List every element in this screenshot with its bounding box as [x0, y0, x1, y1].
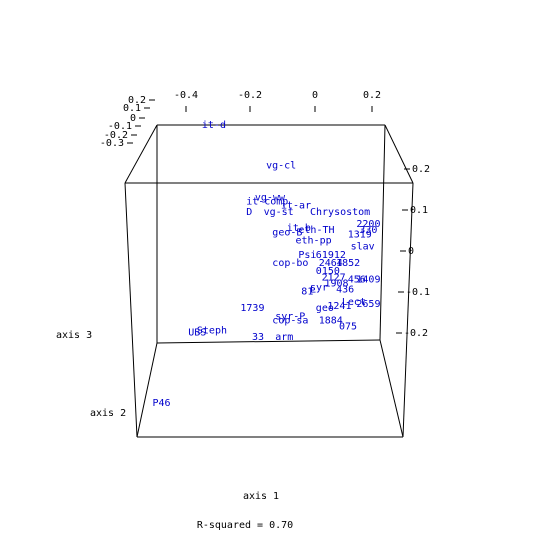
data-point-label: 81: [301, 287, 313, 298]
data-point-label: 1319: [348, 229, 372, 240]
data-point-label: eth-pp: [296, 235, 332, 246]
data-point-label: 2659: [356, 299, 380, 310]
r-squared-annotation: R-squared = 0.70: [197, 520, 293, 531]
data-point-label: cop-sa: [272, 315, 308, 326]
data-point-label: L: [310, 285, 316, 296]
data-point-label: geo: [316, 303, 334, 314]
box-edge-front-left: [124, 182, 138, 438]
z-tick-labels: 0.2 0.1 0 -0.1 -0.2: [404, 164, 430, 339]
y-tick-label: 0.2: [128, 95, 146, 106]
data-point-label: 1852: [336, 258, 360, 269]
y-tick-labels: 0.2 0.1 0 -0.1 -0.2 -0.3: [100, 95, 146, 149]
data-point-label: 075: [339, 322, 357, 333]
data-point-label: D: [246, 207, 252, 218]
box-edge-depth-bl: [136, 342, 158, 438]
data-point-label: 1241: [327, 301, 351, 312]
data-point-label: it-comp: [246, 197, 288, 208]
box-edge-depth-tr: [384, 124, 414, 184]
data-point-label: slav: [351, 242, 375, 253]
data-point-label: 1739: [240, 303, 264, 314]
y-tick-label: -0.3: [100, 138, 124, 149]
data-point-label: Psi: [298, 250, 316, 261]
data-point-label: vg-cl: [266, 160, 296, 171]
box-edge-back-right: [379, 124, 386, 341]
data-point-label: vg-st: [264, 207, 294, 218]
bounding-box: [124, 124, 414, 438]
z-tick-label: -0.2: [404, 328, 428, 339]
data-point-label: it-d: [202, 120, 226, 131]
data-point-label: 1409: [356, 274, 380, 285]
y-tick-label: -0.1: [108, 121, 132, 132]
box-edge-depth-tl: [124, 124, 158, 184]
x-tick-label: -0.4: [174, 90, 198, 101]
data-point-label: 61912: [316, 250, 346, 261]
z-tick-label: -0.1: [406, 287, 430, 298]
data-point-label: 2464: [319, 258, 343, 269]
y-tick-label: 0: [130, 113, 136, 124]
data-point-label: it-ar: [281, 201, 311, 212]
data-point-label: 2127: [322, 272, 346, 283]
x-tick-label: 0.2: [363, 90, 381, 101]
box-edge-front-right: [402, 182, 414, 438]
data-point-label: arm: [275, 332, 293, 343]
z-tick-label: 0: [408, 246, 414, 257]
y-axis-label: axis 2: [90, 408, 126, 419]
y-tick-label: -0.2: [104, 130, 128, 141]
x-axis-label: axis 1: [243, 491, 279, 502]
data-point-label: syr-P: [275, 311, 305, 322]
data-point-label: 456: [348, 274, 366, 285]
data-point-label: vg-ww: [255, 192, 286, 203]
x-tick-label: -0.2: [238, 90, 262, 101]
data-point-label: it-b: [287, 223, 311, 234]
data-point-label: 2200: [356, 219, 380, 230]
data-point-label: 33: [252, 332, 264, 343]
z-tick-label: 0.1: [410, 205, 428, 216]
data-point-label: Steph: [197, 326, 227, 337]
data-point-label: P46: [153, 398, 171, 409]
data-point-label: eth-TH: [298, 225, 334, 236]
data-point-label: cop-bo: [272, 258, 308, 269]
data-point-label: UBS: [188, 328, 206, 339]
data-point-label: 0150: [316, 266, 340, 277]
z-axis-label: axis 3: [56, 330, 92, 341]
z-tick-label: 0.2: [412, 164, 430, 175]
data-point-label: Lect: [342, 297, 366, 308]
data-point-label: 1884: [319, 315, 343, 326]
data-point-label: Chrysostom: [310, 207, 370, 218]
x-tick-label: 0: [312, 90, 318, 101]
data-point-label: geo-B: [272, 227, 302, 238]
box-edge-back-bottom: [156, 339, 381, 344]
data-point-label: syr: [310, 283, 328, 294]
y-tick-label: 0.1: [123, 103, 141, 114]
data-point-label: 1908: [325, 279, 349, 290]
data-point-label: 436: [336, 285, 354, 296]
box-edge-depth-br: [379, 339, 404, 438]
data-point-label: 330: [359, 225, 377, 236]
x-tick-labels: -0.4 -0.2 0 0.2: [174, 90, 381, 101]
tick-marks: [127, 99, 410, 334]
